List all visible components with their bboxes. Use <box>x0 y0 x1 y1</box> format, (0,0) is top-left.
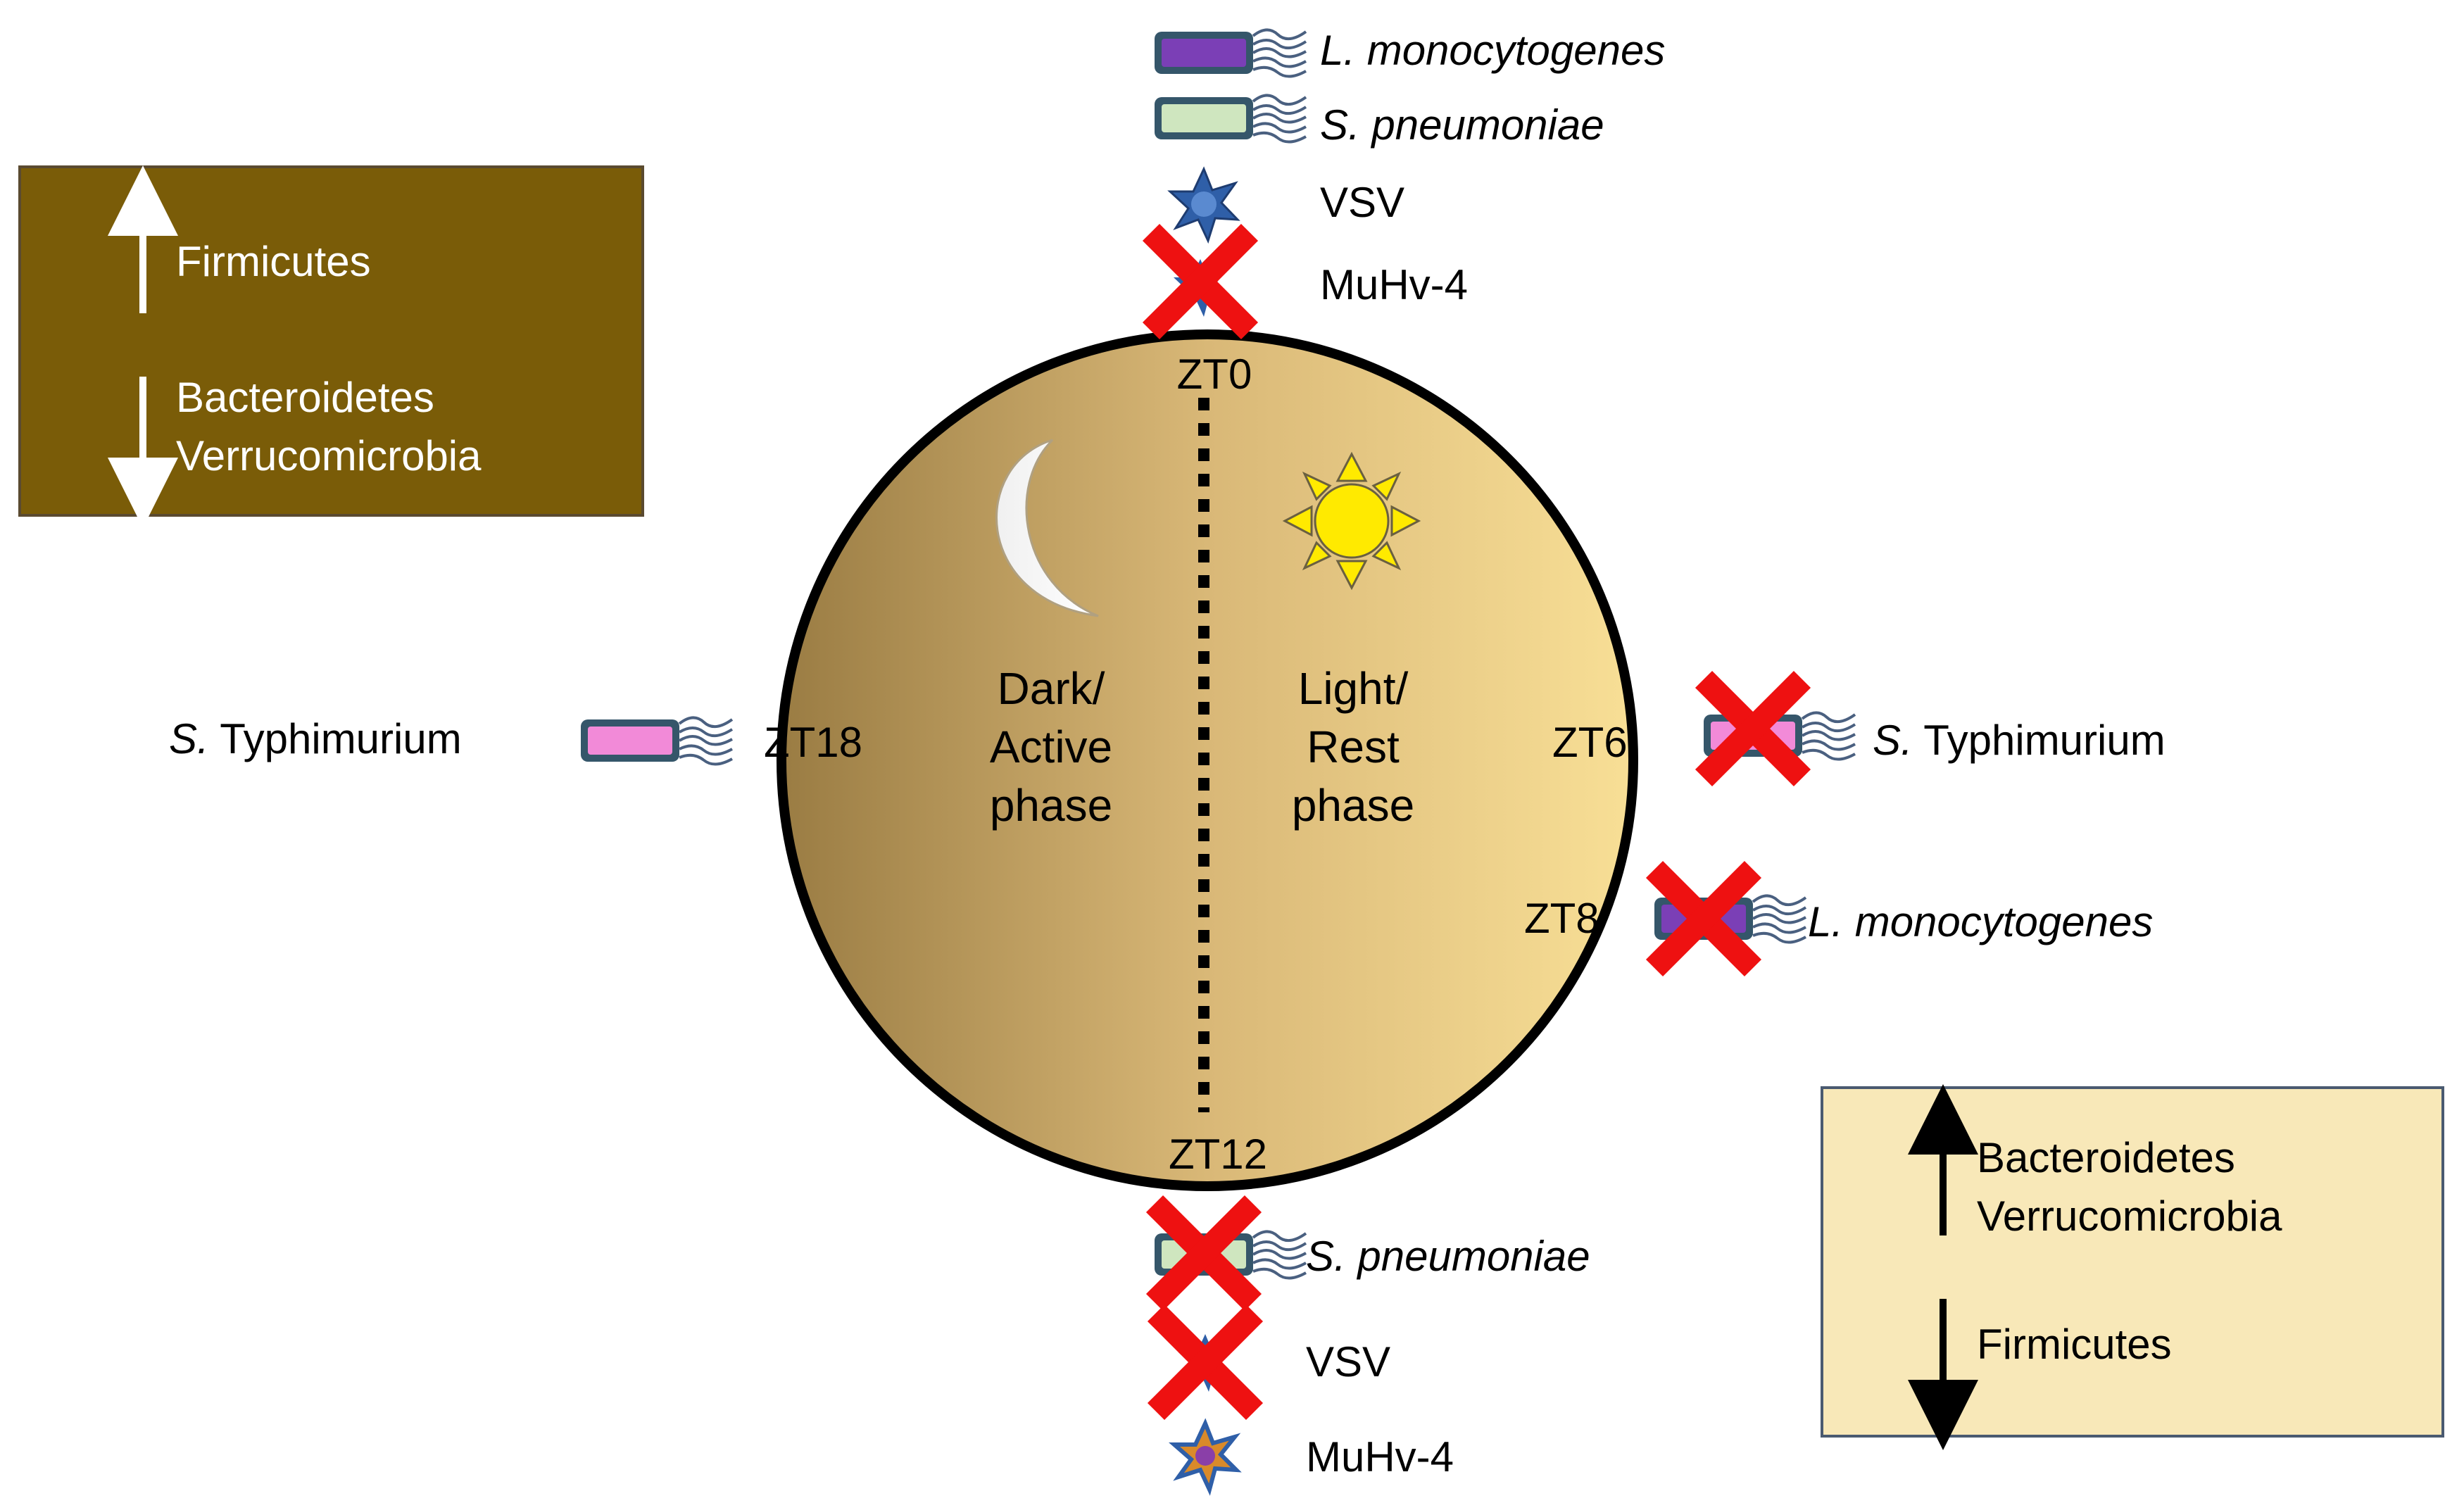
bottom-s-pneumoniae-label: S. pneumoniae <box>1306 1233 1590 1280</box>
zt8-label: ZT8 <box>1524 895 1599 942</box>
light-phase-line-3: phase <box>1292 780 1414 831</box>
top-pathogen-list: L. monocytogenes S. pneumoniae VSV MuHv-… <box>1151 27 1665 331</box>
dark-phase-line-1: Dark/ <box>998 663 1105 714</box>
right-l-monocytogenes-label: L. monocytogenes <box>1808 898 2153 945</box>
virus-icon <box>1167 166 1240 244</box>
red-cross-icon <box>1156 1313 1255 1411</box>
right-pathogen-list: S. Typhimurium L. monocytogenes <box>1654 679 2166 968</box>
microbiome-box-dark-phase: Firmicutes Bacteroidetes Verrucomicrobia <box>18 165 644 528</box>
right-s-typhimurium-label: S. Typhimurium <box>1873 717 2166 764</box>
light-phase-line-1: Light/ <box>1298 663 1409 714</box>
rod-bacterium-icon <box>1153 94 1307 144</box>
left-s-typhimurium-label: S. Typhimurium <box>169 715 462 762</box>
light-box-verrucomicrobia-label: Verrucomicrobia <box>1977 1193 2282 1240</box>
dark-box-bacteroidetes-label: Bacteroidetes <box>176 374 434 421</box>
bottom-muhv4-label: MuHv-4 <box>1306 1433 1454 1480</box>
top-l-monocytogenes-label: L. monocytogenes <box>1320 27 1665 74</box>
light-box-bacteroidetes-label: Bacteroidetes <box>1977 1134 2235 1181</box>
zt18-label: ZT18 <box>764 719 862 766</box>
zt6-label: ZT6 <box>1552 719 1628 766</box>
dark-box-firmicutes-label: Firmicutes <box>176 238 371 285</box>
top-vsv-label: VSV <box>1320 179 1404 226</box>
dark-phase-line-2: Active <box>990 722 1112 772</box>
zt12-label: ZT12 <box>1169 1131 1267 1178</box>
light-box-firmicutes-label: Firmicutes <box>1977 1321 2172 1368</box>
sun-icon <box>1282 451 1421 591</box>
dark-phase-line-3: phase <box>990 780 1112 831</box>
bottom-vsv-label: VSV <box>1306 1338 1390 1385</box>
top-muhv4-label: MuHv-4 <box>1320 261 1468 308</box>
day-night-clock: ZT0 ZT12 ZT18 ZT6 ZT8 Dark/ Active phase… <box>764 329 1638 1191</box>
red-cross-icon <box>1151 232 1250 331</box>
microbiome-box-light-phase: Bacteroidetes Verrucomicrobia Firmicutes <box>1821 1084 2444 1450</box>
left-pathogen: S. Typhimurium <box>169 715 734 766</box>
rod-bacterium-icon <box>1153 28 1307 78</box>
crescent-moon-icon <box>995 439 1099 617</box>
bottom-pathogen-list: S. pneumoniae VSV MuHv-4 <box>1155 1204 1590 1496</box>
zt0-label: ZT0 <box>1177 351 1252 398</box>
dark-box-verrucomicrobia-label: Verrucomicrobia <box>176 432 482 479</box>
virus-icon <box>1169 1418 1242 1496</box>
rod-bacterium-icon <box>579 716 734 766</box>
top-s-pneumoniae-label: S. pneumoniae <box>1320 101 1604 149</box>
light-phase-line-2: Rest <box>1307 722 1400 772</box>
